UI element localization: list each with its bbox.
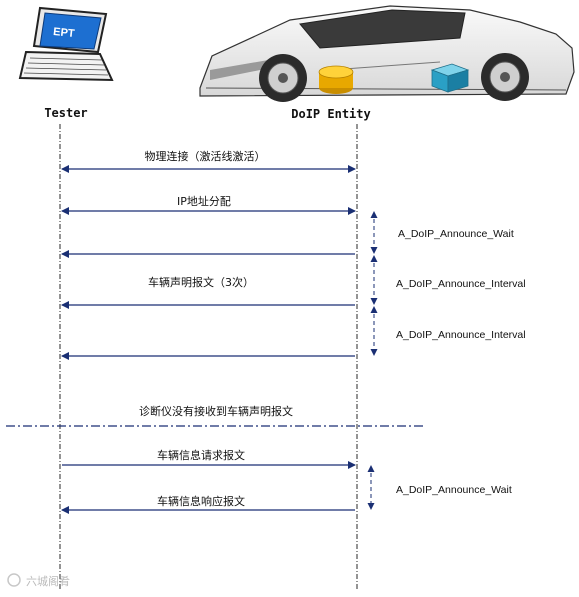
laptop-screen-text: EPT	[53, 26, 76, 40]
timer-label-3: A_DoIP_Announce_Interval	[396, 329, 526, 341]
watermark: 六城阁肴	[7, 573, 70, 588]
laptop-icon: EPT	[18, 6, 114, 82]
doip-entity-label: DoIP Entity	[291, 107, 370, 121]
message-label-3: 车辆声明报文（3次）	[148, 275, 254, 289]
message-label-4: 车辆信息请求报文	[157, 448, 245, 462]
message-label-1: 物理连接（激活线激活）	[145, 149, 266, 163]
message-label-5: 车辆信息响应报文	[157, 494, 245, 508]
divider-note: 诊断仪没有接收到车辆声明报文	[139, 404, 293, 418]
timer-label-1: A_DoIP_Announce_Wait	[398, 228, 514, 240]
watermark-text: 六城阁肴	[26, 574, 70, 588]
tester-label: Tester	[44, 106, 87, 120]
timer-label-4: A_DoIP_Announce_Wait	[396, 484, 512, 496]
car-icon	[199, 5, 575, 102]
message-label-2: IP地址分配	[177, 194, 231, 208]
timer-label-2: A_DoIP_Announce_Interval	[396, 278, 526, 290]
